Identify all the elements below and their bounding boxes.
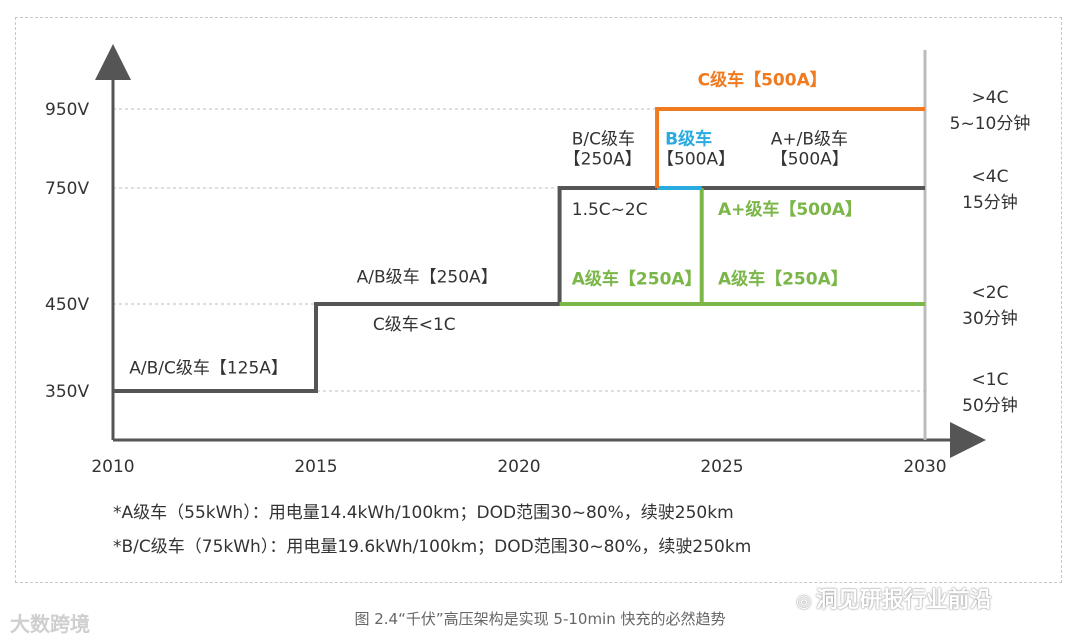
series-line-0 xyxy=(113,186,925,393)
annotation-label: C级车【500A】 xyxy=(698,69,827,90)
annotation-label: 【500A】 xyxy=(771,149,849,169)
annotation-label: B级车 xyxy=(665,129,712,150)
watermark-left: 大数跨境 xyxy=(10,608,90,637)
annotation-label: A+/B级车 xyxy=(771,130,848,150)
annotation-label: A级车【250A】 xyxy=(718,269,848,290)
series-line-4 xyxy=(655,107,925,188)
c-rate-label: <4C xyxy=(972,167,1009,187)
annotation-label: 【250A】 xyxy=(564,149,642,169)
c-rate-label: <1C xyxy=(972,370,1009,390)
chart-frame xyxy=(15,17,1062,583)
annotation-label: C级车<1C xyxy=(373,315,456,335)
x-tick-label: 2020 xyxy=(497,457,540,477)
annotation-label: A/B/C级车【125A】 xyxy=(129,359,288,379)
x-tick-label: 2015 xyxy=(294,457,337,477)
voltage-roadmap-chart: 950V 750V 450V 350V 2010 2015 2020 2025 2030 A/… xyxy=(45,44,1031,477)
y-tick-label: 950V xyxy=(45,100,89,120)
watermark-right: ◎洞见研报行业前沿 xyxy=(796,582,992,614)
x-tick-label: 2025 xyxy=(700,457,743,477)
annotation-label: A+级车【500A】 xyxy=(718,199,862,220)
watermark-right-text: 洞见研报行业前沿 xyxy=(815,588,992,613)
x-tick-label: 2010 xyxy=(91,457,134,477)
charge-time-label: 30分钟 xyxy=(962,309,1018,329)
y-tick-label: 450V xyxy=(45,295,89,315)
annotation-label: B/C级车 xyxy=(572,130,635,150)
y-tick-label: 750V xyxy=(45,179,89,199)
charge-time-label: 15分钟 xyxy=(962,193,1018,213)
footnote-bc-class: *B/C级车（75kWh）：用电量19.6kWh/100km；DOD范围30~8… xyxy=(113,537,752,557)
watermark-left-text: 大数跨境 xyxy=(10,612,90,636)
annotation-label: 【500A】 xyxy=(657,149,735,169)
c-rate-label: <2C xyxy=(972,283,1009,303)
c-rate-label: >4C xyxy=(972,88,1009,108)
annotation-label: A/B级车【250A】 xyxy=(357,268,498,288)
footnote-a-class: *A级车（55kWh）：用电量14.4kWh/100km；DOD范围30~80%… xyxy=(113,503,734,523)
charge-time-label: 50分钟 xyxy=(962,396,1018,416)
wechat-icon: ◎ xyxy=(796,591,812,612)
x-tick-label: 2030 xyxy=(903,457,946,477)
charge-time-label: 5~10分钟 xyxy=(950,114,1031,134)
y-tick-label: 350V xyxy=(45,382,89,402)
figure-caption: 图 2.4“千伏”高压架构是实现 5-10min 快充的必然趋势 xyxy=(354,610,726,628)
annotation-label: A级车【250A】 xyxy=(572,269,702,290)
annotation-label: 1.5C~2C xyxy=(572,200,648,220)
